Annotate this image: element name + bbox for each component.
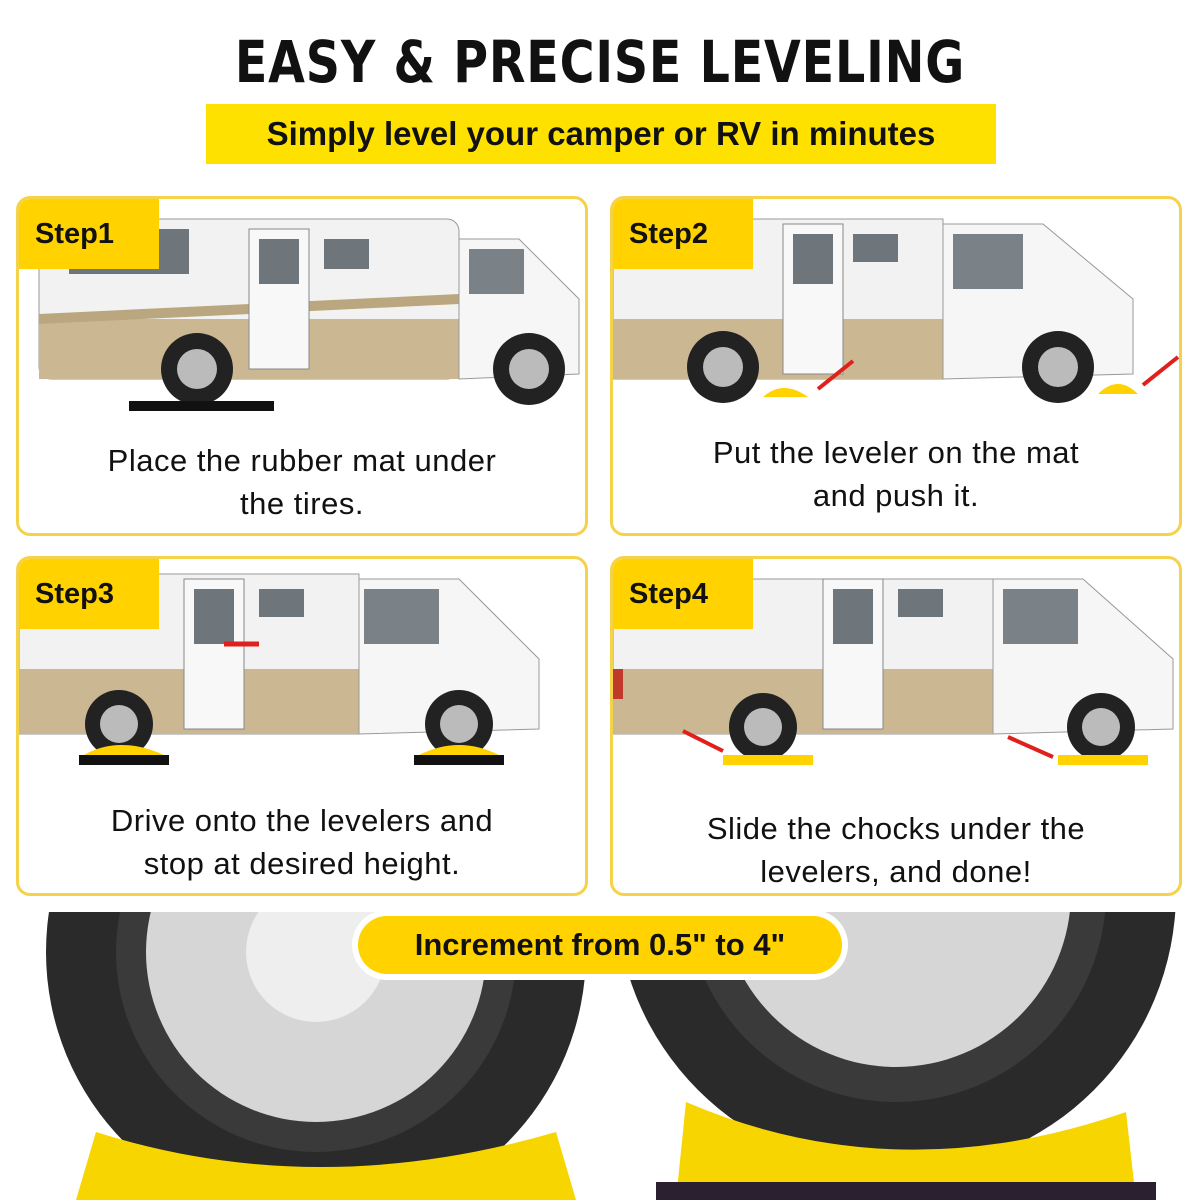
step-card-3: Step3 Drive onto the levelers and stop a…	[16, 556, 588, 896]
caption-line: the tires.	[240, 486, 364, 521]
rubber-mat-icon	[656, 1182, 1156, 1200]
arrow-icon	[816, 359, 855, 391]
step-badge: Step4	[613, 559, 753, 629]
leveler-icon	[76, 1132, 576, 1200]
step-card-2: Step2 Put the leveler on the mat and pus…	[610, 196, 1182, 536]
subheadline: Simply level your camper or RV in minute…	[266, 115, 936, 152]
caption-line: and push it.	[812, 478, 980, 513]
subheadline-bar: Simply level your camper or RV in minute…	[206, 104, 996, 164]
rv-body-icon	[613, 218, 1134, 380]
step-label: Step3	[35, 577, 114, 610]
rv-illustration-step2	[613, 218, 1179, 403]
caption-line: Drive onto the levelers and	[110, 803, 494, 838]
arrow-icon	[1141, 355, 1179, 387]
rubber-mat-icon	[414, 755, 504, 765]
step-label: Step1	[35, 217, 114, 250]
chock-icon	[1058, 755, 1148, 765]
rv-illustration-step1	[38, 218, 580, 411]
step-badge: Step2	[613, 199, 753, 269]
leveler-icon	[84, 745, 164, 755]
rubber-mat-icon	[129, 401, 274, 411]
caption-line: Place the rubber mat under	[107, 443, 497, 478]
caption-line: Put the leveler on the mat	[712, 435, 1080, 470]
step-label: Step4	[629, 577, 708, 610]
tire-icon	[161, 333, 565, 405]
chock-icon	[723, 755, 813, 765]
increment-text: Increment from 0.5" to 4"	[414, 927, 786, 962]
rv-illustration-step3	[19, 573, 540, 765]
step-caption: Place the rubber mat under the tires.	[39, 439, 565, 525]
step-card-1: Step1 Place the rubber mat under the tir…	[16, 196, 588, 536]
step-caption: Drive onto the levelers and stop at desi…	[39, 799, 565, 885]
leveler-icon	[1098, 384, 1138, 394]
leveler-icon	[676, 1102, 1136, 1200]
arrow-icon	[682, 729, 724, 753]
rv-body-icon	[19, 573, 540, 735]
caption-line: stop at desired height.	[143, 846, 461, 881]
step-caption: Put the leveler on the mat and push it.	[633, 431, 1159, 517]
tire-icon	[687, 331, 1094, 403]
leveler-icon	[763, 388, 808, 397]
page-headline: EASY & PRECISE LEVELING	[234, 28, 966, 96]
step-caption: Slide the chocks under the levelers, and…	[633, 807, 1159, 893]
tire-icon	[85, 690, 493, 758]
leveler-icon	[419, 745, 499, 755]
arrow-icon	[1007, 735, 1054, 759]
step-badge: Step3	[19, 559, 159, 629]
tire-icon	[729, 693, 1135, 761]
step-card-4: Step4 Slide the chocks under the leveler…	[610, 556, 1182, 896]
caption-line: levelers, and done!	[760, 854, 1032, 889]
tire-icon	[46, 912, 586, 1200]
increment-banner: Increment from 0.5" to 4"	[358, 916, 842, 974]
rubber-mat-icon	[79, 755, 169, 765]
step-label: Step2	[629, 217, 708, 250]
step-badge: Step1	[19, 199, 159, 269]
caption-line: Slide the chocks under the	[706, 811, 1086, 846]
